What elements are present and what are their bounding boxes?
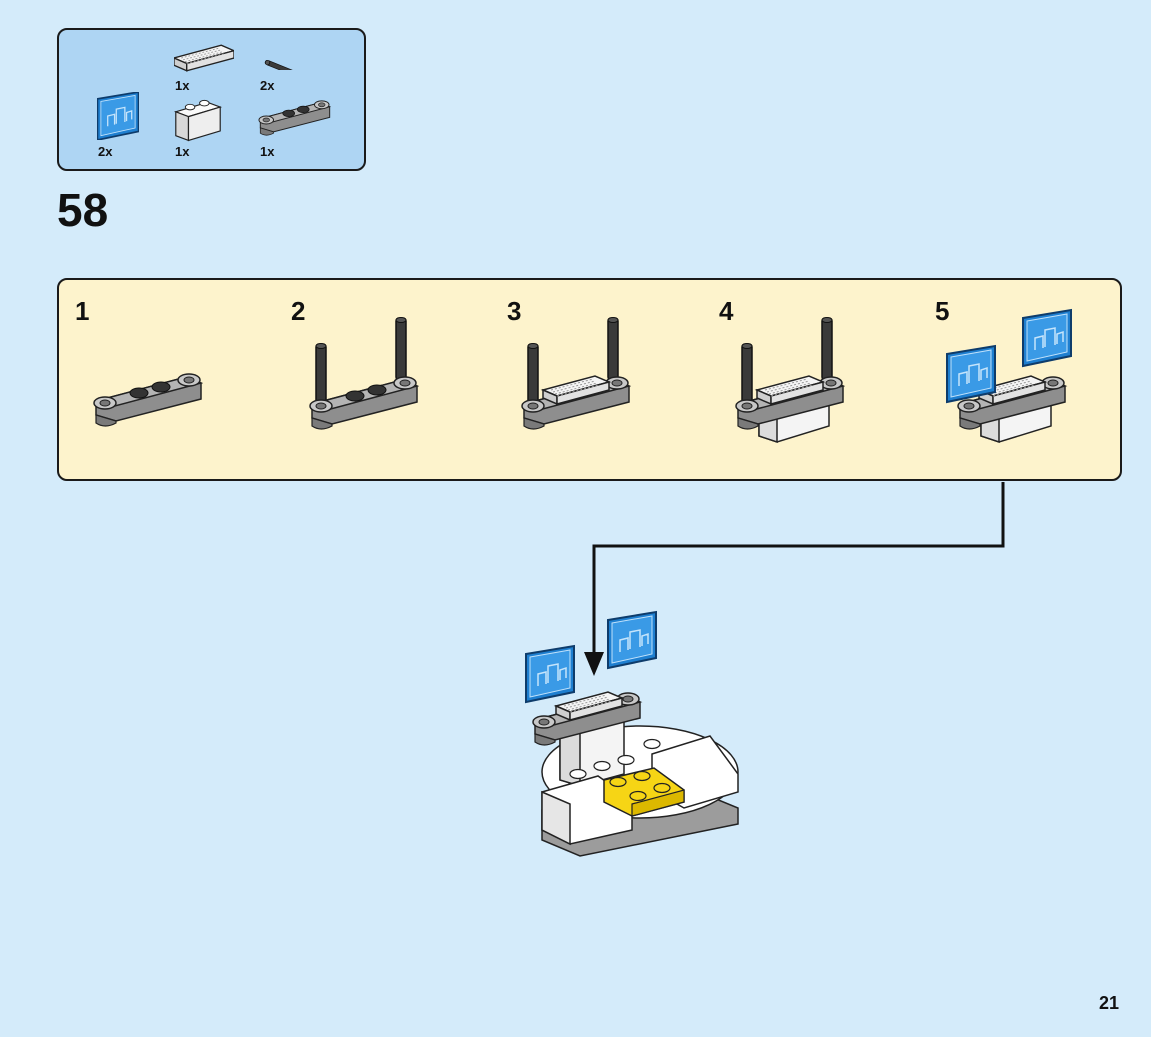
blue-screen-part bbox=[97, 92, 157, 152]
substep-5-illustration bbox=[943, 306, 1073, 466]
step-number: 58 bbox=[57, 184, 109, 236]
substep-3-illustration bbox=[519, 314, 631, 434]
substeps-box: 1 2 3 4 5 bbox=[57, 278, 1122, 481]
final-assembly-illustration bbox=[520, 604, 750, 862]
white-brick-part bbox=[172, 96, 232, 156]
substep-4-illustration bbox=[733, 314, 845, 464]
connector-arrow bbox=[584, 482, 1005, 676]
substep-5-number: 5 bbox=[935, 296, 950, 326]
white-printed-tile-part bbox=[174, 42, 234, 102]
page-number: 21 bbox=[1098, 993, 1119, 1013]
substep-1-number: 1 bbox=[75, 296, 90, 326]
part-quantity: 1x bbox=[260, 144, 275, 159]
parts-list-box: 1x 2x 2x 1x 1x bbox=[57, 28, 366, 171]
substep-4-number: 4 bbox=[719, 296, 734, 326]
substep-1-illustration bbox=[91, 368, 203, 432]
part-quantity: 1x bbox=[175, 78, 190, 93]
substep-2-illustration bbox=[307, 314, 419, 434]
part-quantity: 1x bbox=[175, 144, 190, 159]
substep-3-number: 3 bbox=[507, 296, 522, 326]
substep-2-number: 2 bbox=[291, 296, 306, 326]
part-quantity: 2x bbox=[260, 78, 275, 93]
part-quantity: 2x bbox=[98, 144, 113, 159]
